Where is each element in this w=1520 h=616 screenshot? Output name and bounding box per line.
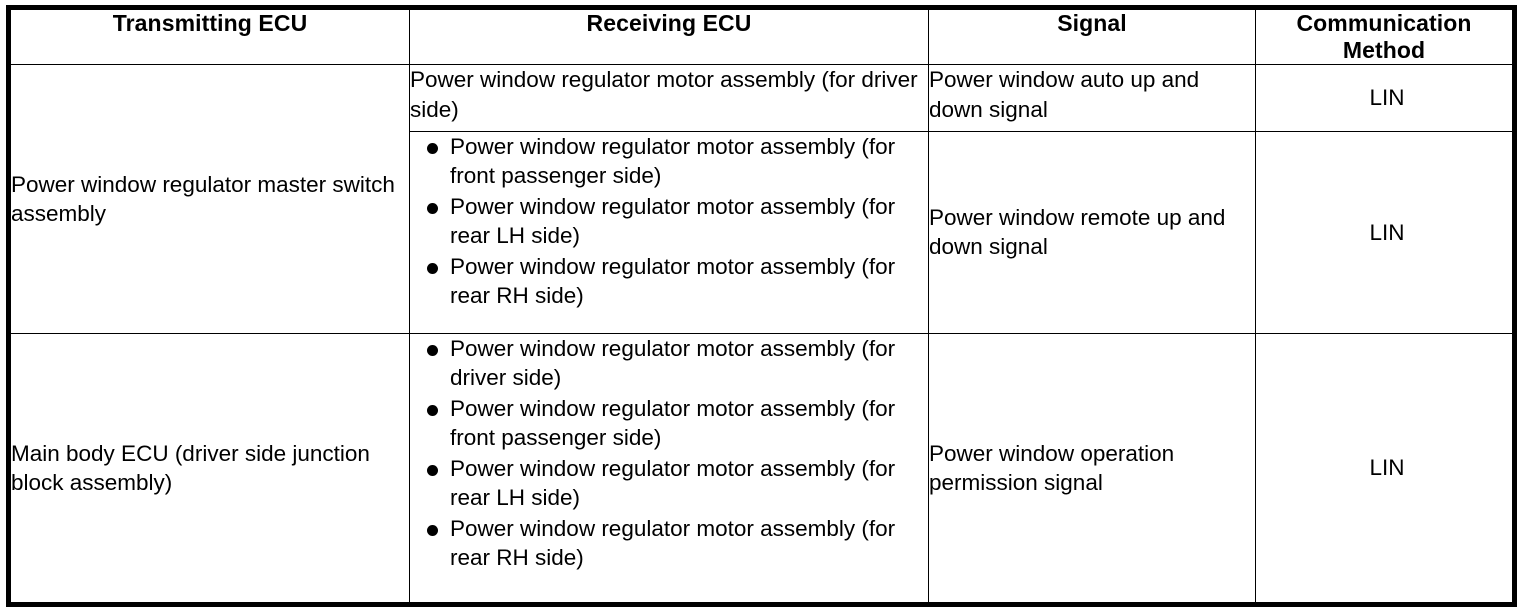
table-row: Main body ECU (driver side junction bloc…	[8, 332, 1515, 606]
cell-communication-method: LIN	[1255, 332, 1515, 606]
receiving-ecu-bullet-list: Power window regulator motor assembly (f…	[410, 334, 928, 573]
list-item: Power window regulator motor assembly (f…	[410, 132, 928, 191]
column-header-communication-method-line1: Communication	[1296, 10, 1472, 36]
table-header: Transmitting ECU Receiving ECU Signal Co…	[8, 6, 1515, 66]
cell-transmitting-ecu: Main body ECU (driver side junction bloc…	[8, 332, 410, 606]
table-row: Power window regulator master switch ass…	[8, 64, 1515, 334]
column-header-communication-method-line2: Method	[1342, 37, 1426, 64]
cell-communication-method: LIN	[1255, 64, 1515, 132]
list-item: Power window regulator motor assembly (f…	[410, 394, 928, 453]
table-row: Power window regulator motor assembly (f…	[9, 130, 1515, 334]
column-header-transmitting-ecu: Transmitting ECU	[8, 6, 410, 66]
list-item: Power window regulator motor assembly (f…	[410, 252, 928, 311]
table-body: Power window regulator master switch ass…	[8, 64, 1515, 606]
column-header-receiving-ecu: Receiving ECU	[409, 6, 929, 66]
ecu-communication-table: Transmitting ECU Receiving ECU Signal Co…	[6, 5, 1517, 607]
column-header-communication-method: Communication Method	[1255, 6, 1515, 66]
cell-signal: Power window operation permission signal	[928, 332, 1256, 606]
cell-communication-method: LIN	[1255, 130, 1515, 334]
list-item: Power window regulator motor assembly (f…	[410, 334, 928, 393]
list-item: Power window regulator motor assembly (f…	[410, 192, 928, 251]
column-header-signal: Signal	[928, 6, 1256, 66]
list-item: Power window regulator motor assembly (f…	[410, 514, 928, 573]
list-item: Power window regulator motor assembly (f…	[410, 454, 928, 513]
cell-transmitting-ecu: Power window regulator master switch ass…	[8, 64, 410, 334]
receiving-ecu-bullet-list: Power window regulator motor assembly (f…	[410, 132, 928, 311]
cell-signal: Power window remote up and down signal	[928, 130, 1256, 334]
cell-receiving-ecu: Power window regulator motor assembly (f…	[409, 332, 929, 606]
header-row: Transmitting ECU Receiving ECU Signal Co…	[8, 6, 1515, 66]
cell-signal: Power window auto up and down signal	[928, 64, 1256, 132]
cell-receiving-ecu: Power window regulator motor assembly (f…	[409, 64, 929, 132]
cell-receiving-ecu: Power window regulator motor assembly (f…	[409, 130, 929, 334]
